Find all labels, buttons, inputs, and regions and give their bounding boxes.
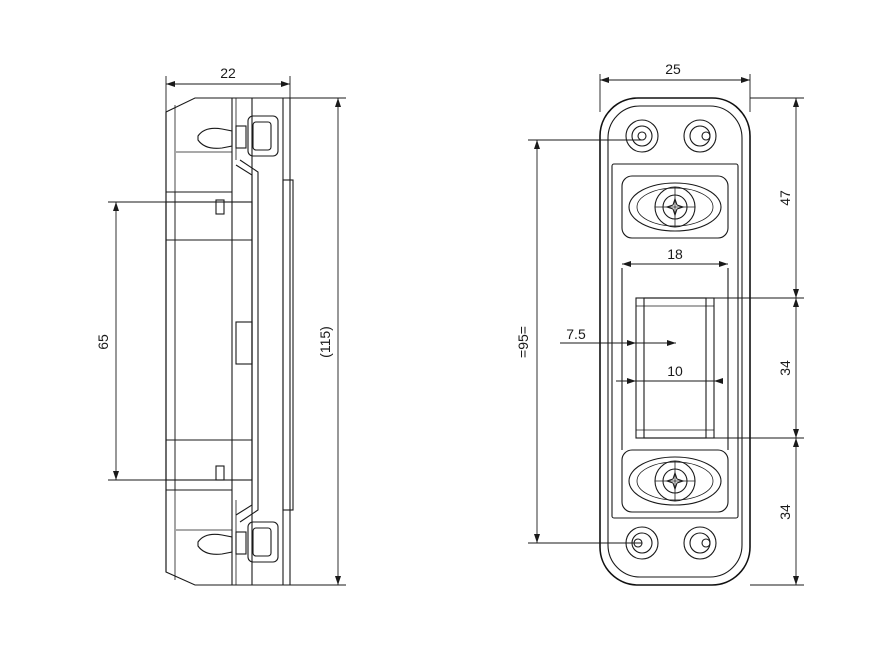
slot-offset-label: 7.5 (566, 326, 586, 342)
side-view (165, 97, 294, 586)
front-dim-slot-offset: 7.5 (560, 326, 676, 346)
front-dim-width: 25 (599, 61, 751, 112)
front-dim-inner-width: 18 (622, 246, 728, 267)
mid-span-label: 34 (777, 360, 793, 376)
front-span-label: =95= (515, 326, 531, 358)
front-view (599, 97, 751, 586)
front-dim-slot-width: 10 (616, 363, 723, 384)
side-height-label: 65 (95, 334, 111, 350)
front-dim-right-chain: 47 34 34 (714, 97, 804, 586)
top-offset-label: 47 (777, 190, 793, 206)
inner-width-label: 18 (667, 246, 683, 262)
side-width-label: 22 (220, 65, 236, 81)
front-dim-span: =95= (515, 139, 642, 544)
slot-width-label: 10 (667, 363, 683, 379)
side-dim-height: 65 (95, 201, 166, 481)
side-dim-width: 22 (165, 65, 291, 112)
side-dim-total: (115) (290, 97, 346, 586)
front-width-label: 25 (665, 61, 681, 77)
side-total-label: (115) (317, 326, 333, 358)
bottom-span-label: 34 (777, 504, 793, 520)
